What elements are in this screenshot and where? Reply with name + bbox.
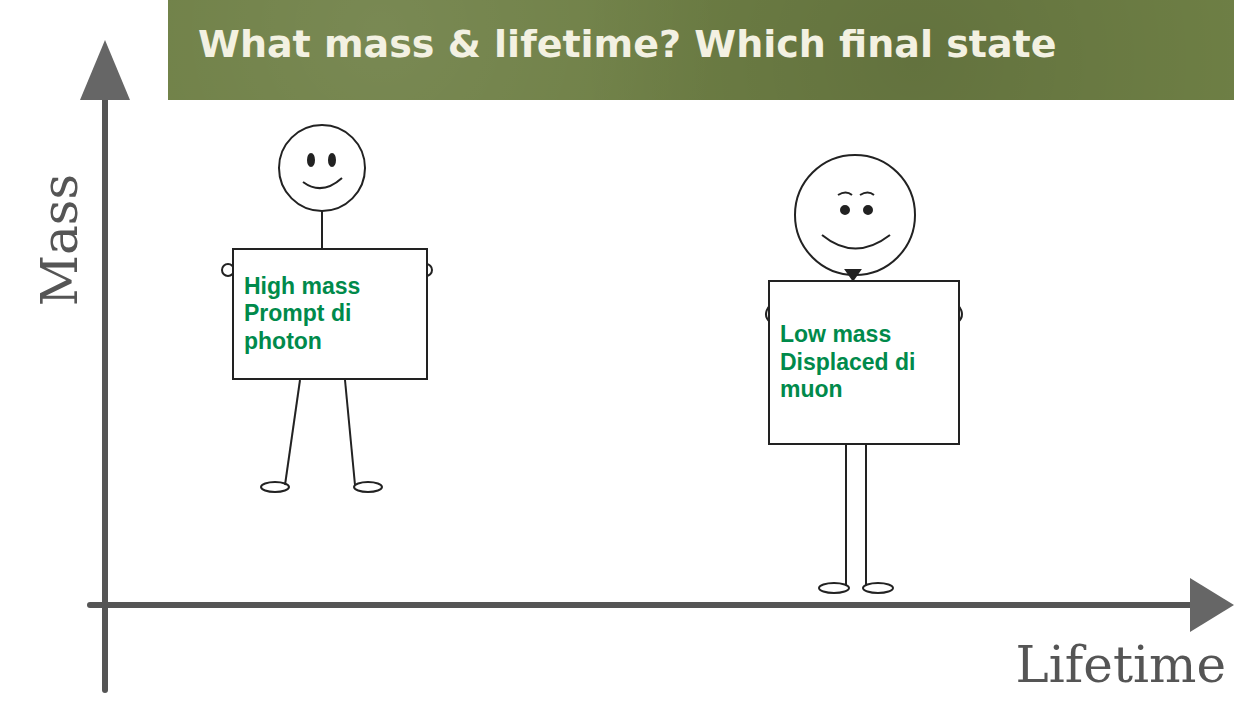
sign-text: High mass Prompt di photon (244, 273, 376, 356)
axis-label: Mass (31, 174, 89, 306)
axis-arrowhead (80, 40, 130, 100)
sign-text: Low mass Displaced di muon (780, 321, 920, 404)
sign-board: High mass Prompt di photon (232, 248, 428, 380)
sign-board: Low mass Displaced di muon (768, 280, 960, 445)
axis-label: Lifetime (1016, 636, 1226, 694)
stick-figure (766, 155, 962, 593)
axes (90, 70, 1200, 690)
axis-arrowhead (1190, 578, 1234, 632)
slide-title: What mass & lifetime? Which final state (198, 22, 1057, 66)
stick-figure (222, 125, 432, 492)
